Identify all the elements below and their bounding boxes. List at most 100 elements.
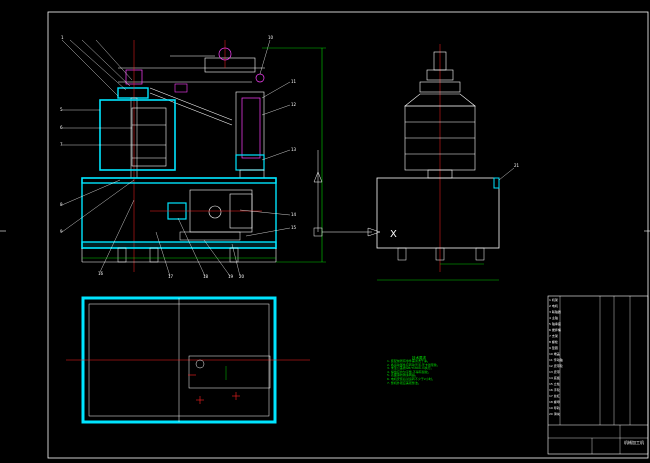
part-number: 17 [168,274,174,279]
parts-list-row: 20 滑块 [549,412,560,416]
side-view: X [376,44,515,281]
leader-11 [261,81,291,99]
side-collar [426,69,454,81]
leader-17 [155,231,171,277]
parts-list-row: 17 丝杠 [549,394,560,398]
side-foot-2 [435,247,445,261]
plan-view [66,296,310,424]
left-tank-inner [131,107,167,167]
title-block-grid [547,295,649,455]
title-block: 1 机架 2 电机 3 联轴器 4 主轴 5 轴承座 6 搅拌桶 7 支架 8 … [548,296,648,454]
part-number: 9 [60,229,63,234]
drawing-frame [47,11,649,459]
technical-note-line: 3. 未注公差按GB/T1804-m执行。 [387,366,434,371]
technical-notes-title: 技术要求 [412,356,426,360]
leader-15 [245,227,291,237]
leader-1 [61,39,119,97]
small-block [174,83,188,93]
right-column-inner [241,97,261,159]
part-number: 13 [291,147,297,152]
drawing-title: 机械加工机 [624,440,644,445]
technical-note-line: 4. 焊缝应均匀平整,不得有裂纹。 [387,369,431,374]
technical-note-line: 6. 电机安装后试运转不少于2小时。 [387,376,435,381]
leader-12 [261,104,291,116]
base-cabinet [81,177,277,249]
foot-1 [117,247,127,263]
leader-10 [259,39,271,75]
parts-list-row: 14 底板 [549,376,560,380]
technical-notes: 技术要求 1. 装配前所有零件需清洗干净。 2. 各运动部件应转动灵活,无卡滞现… [387,356,477,385]
front-view [61,39,326,277]
parts-list-row: 11 传动轴 [549,358,563,362]
side-leader [498,167,515,181]
link-arm-1 [149,87,233,121]
leader-13 [261,149,291,161]
part-number: 14 [291,212,297,217]
part-number: 1 [61,35,64,40]
leader-14 [239,209,291,216]
part-number: 7 [60,142,63,147]
title-block-frame [547,295,649,455]
side-flange [419,81,461,93]
base-floor-plate [81,241,277,249]
part-number: 5 [60,107,63,112]
part-number: 15 [291,225,297,230]
part-number: 6 [60,125,63,130]
part-number: 16 [98,271,104,276]
part-number: 12 [291,102,297,107]
part-number: 19 [228,274,234,279]
motor-shaft-end [208,205,222,219]
view-arrow-head-right [367,227,381,237]
part-number: 8 [60,202,63,207]
parts-list-row: 8 螺栓 [549,340,558,344]
leader-20 [231,243,241,277]
parts-list-row: 15 立柱 [549,382,560,386]
parts-list-row: 1 机架 [549,298,558,302]
plan-hole [195,359,205,369]
parts-list-row: 6 搅拌桶 [549,328,561,332]
parts-list-row: 9 垫圈 [549,346,558,350]
part-number: 20 [239,274,245,279]
foot-3 [229,247,239,263]
base-top-plate [81,177,277,184]
parts-list-row: 10 端盖 [549,352,560,356]
view-cross: X [390,229,397,240]
parts-list-row: 16 手轮 [549,388,560,392]
side-cabinet-hatch [493,177,500,189]
parts-list-row: 7 支架 [549,334,558,338]
left-tank-outer [99,99,176,171]
parts-list-row: 5 轴承座 [549,322,561,326]
leader-9 [61,179,135,233]
leader-16 [99,199,135,273]
foot-2 [149,247,159,263]
parts-list-row: 19 导轨 [549,406,560,410]
leader-2 [69,39,127,91]
technical-note-line: 1. 装配前所有零件需清洗干净。 [387,359,430,363]
parts-list-row: 18 螺母 [549,400,560,404]
pulley-right [255,73,265,83]
parts-list-row: 12 皮带轮 [549,364,563,368]
side-foot-1 [397,247,407,261]
view-arrow [313,150,381,237]
right-column-foot [239,169,265,179]
part-number: 18 [203,274,209,279]
spindle-housing [117,87,149,99]
parts-list-row: 13 皮带 [549,370,560,374]
parts-list-row: 2 电机 [549,304,558,308]
technical-note-line: 2. 各运动部件应转动灵活,无卡滞现象。 [387,362,440,367]
technical-note-line: 5. 表面涂防锈漆两遍。 [387,373,418,378]
plan-motor-pad [188,355,271,389]
side-foot-3 [475,247,485,261]
arm-bracket [204,57,256,73]
motor-mount [179,231,241,241]
part-number: 10 [268,35,274,40]
parts-list-row: 3 联轴器 [549,310,561,314]
technical-note-line: 7. 整机外观应美观整洁。 [387,380,421,385]
leader-18 [177,217,206,277]
leader-3 [81,39,131,87]
view-arrow-head-up [313,171,323,183]
leader-8 [61,179,121,206]
parts-list-row: 4 主轴 [549,316,558,320]
part-number: 11 [291,79,297,84]
leader-4 [95,39,133,81]
